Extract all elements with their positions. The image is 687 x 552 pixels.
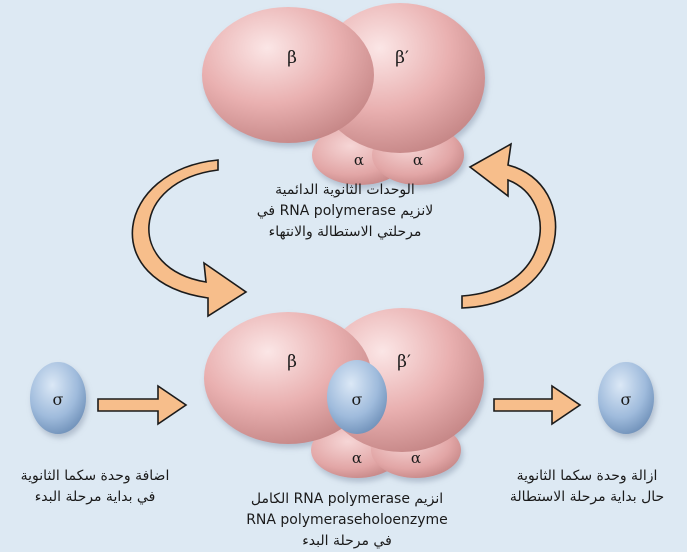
sigma-free-right — [598, 362, 654, 434]
caption-core-line-1: الوحدات الثانوية الدائمية — [275, 182, 415, 198]
caption-addition-line-1: اضافة وحدة سكما الثانوية — [20, 468, 170, 484]
caption-holo-line-1: انزيم RNA polymerase الكامل — [250, 491, 444, 507]
alpha-label-top-left: α — [354, 151, 364, 169]
caption-addition-line-2: في بداية مرحلة البدء — [34, 489, 156, 505]
alpha-label-top-right: α — [413, 151, 423, 169]
alpha-label-holo-right: α — [411, 449, 421, 467]
beta-subunit — [202, 7, 374, 143]
caption-sigma-addition: اضافة وحدة سكما الثانوية في بداية مرحلة … — [0, 466, 190, 508]
sigma-free-left — [30, 362, 86, 434]
caption-removal-line-1: ازالة وحدة سكما الثانوية — [516, 468, 658, 484]
sigma-label-bound: σ — [352, 390, 363, 409]
caption-holo-line-2: RNA polymeraseholoenzyme — [246, 512, 448, 528]
caption-core-line-2: لانزيم RNA polymerase في — [256, 203, 434, 219]
caption-core-line-3: مرحلتي الاستطالة والانتهاء — [268, 224, 422, 240]
alpha-label-holo-left: α — [352, 449, 362, 467]
sigma-label-right: σ — [621, 390, 632, 409]
arrow-holo-to-core — [461, 142, 557, 309]
arrow-core-to-holo — [131, 159, 248, 318]
beta-label-holo: β — [287, 352, 297, 372]
caption-sigma-removal: ازالة وحدة سكما الثانوية حال بداية مرحلة… — [487, 466, 687, 508]
beta-prime-label-holo: β′ — [397, 352, 411, 372]
arrow-sigma-addition — [97, 384, 188, 426]
caption-removal-line-2: حال بداية مرحلة الاستطالة — [509, 489, 665, 505]
core-enzyme — [202, 3, 485, 185]
caption-holo-line-3: في مرحلة البدء — [302, 533, 392, 549]
sigma-subunit-bound — [327, 360, 387, 434]
caption-core-enzyme: الوحدات الثانوية الدائمية لانزيم RNA pol… — [230, 180, 460, 243]
beta-label-top: β — [287, 48, 297, 68]
caption-holoenzyme: انزيم RNA polymerase الكامل RNA polymera… — [222, 489, 472, 552]
holoenzyme — [204, 308, 484, 478]
beta-prime-label-top: β′ — [395, 48, 409, 68]
sigma-label-left: σ — [53, 390, 64, 409]
arrow-sigma-removal — [493, 384, 582, 426]
